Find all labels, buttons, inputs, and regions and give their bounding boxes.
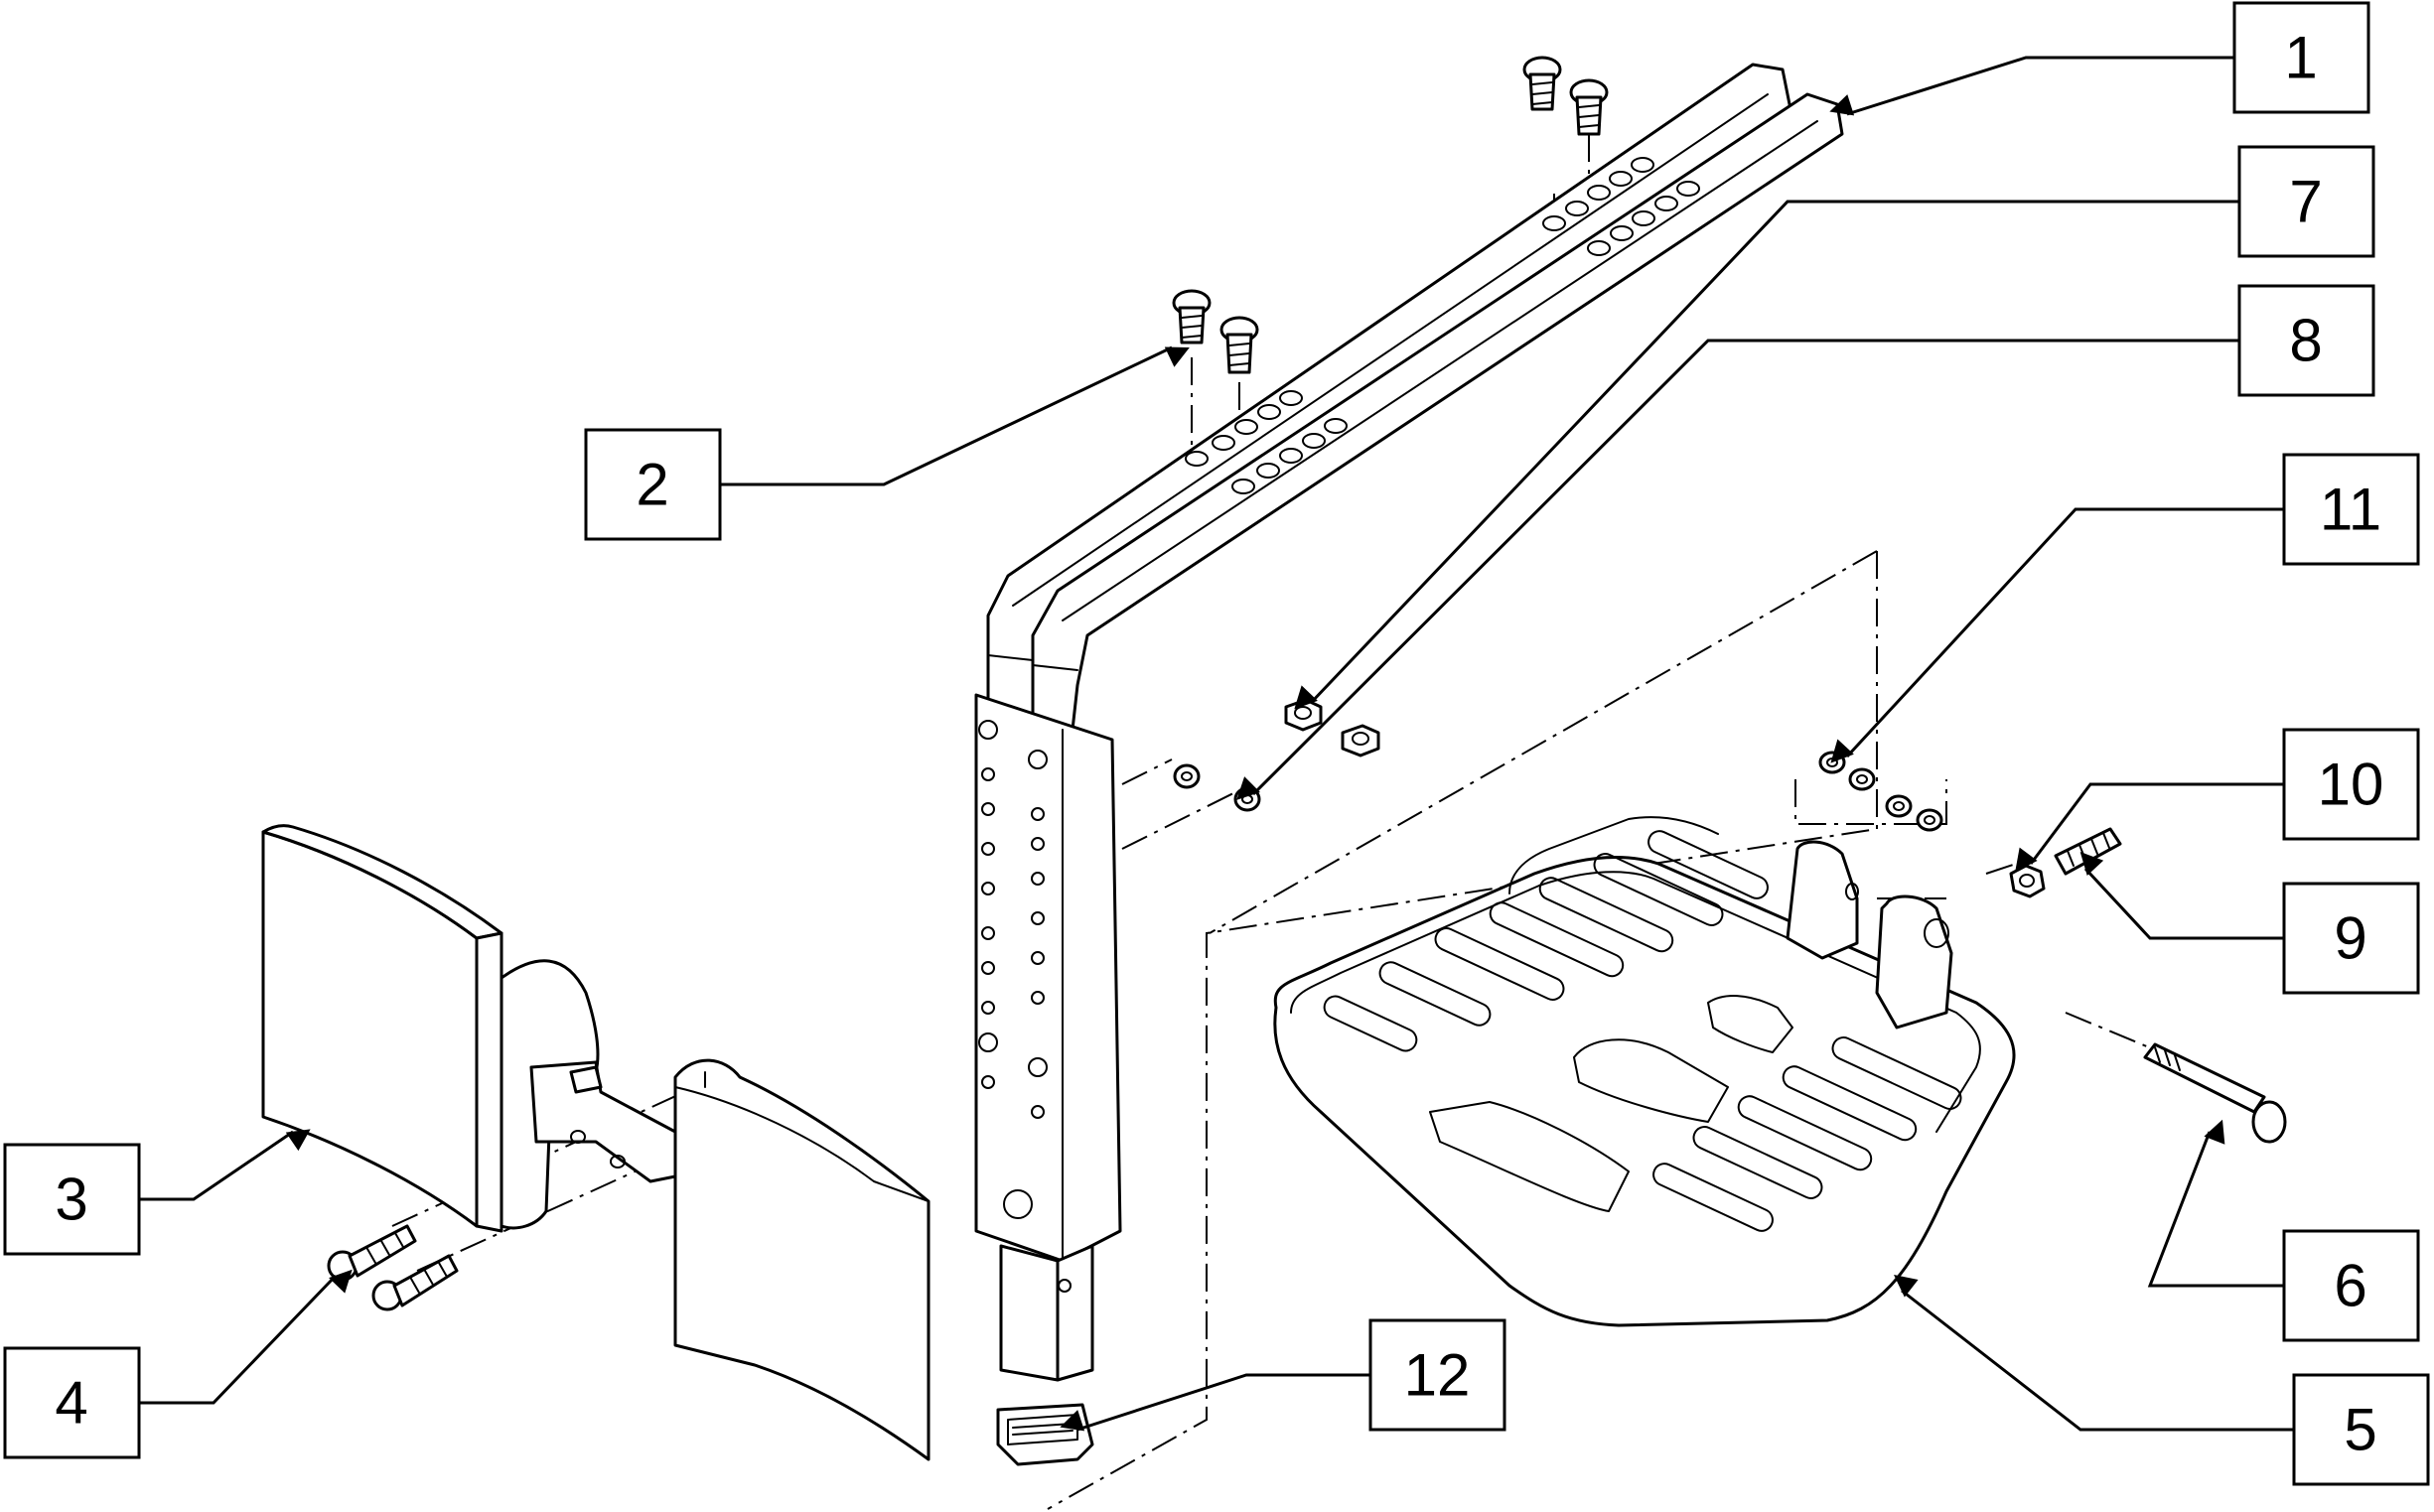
leader-4 bbox=[139, 1269, 353, 1405]
callout-number: 3 bbox=[55, 1167, 87, 1233]
callout-number: 7 bbox=[2289, 169, 2322, 235]
callout-number: 4 bbox=[55, 1370, 87, 1437]
leader-6 bbox=[2147, 1119, 2284, 1288]
callout-9: 9 bbox=[2282, 882, 2420, 995]
callout-number: 8 bbox=[2289, 308, 2322, 374]
callout-7: 7 bbox=[2237, 145, 2375, 258]
footplate-slots bbox=[1323, 830, 1962, 1232]
end-cap bbox=[996, 1403, 1094, 1466]
leader-2 bbox=[720, 345, 1190, 486]
leader-1 bbox=[1829, 56, 2234, 116]
leader-lines bbox=[139, 56, 2294, 1432]
callout-number: 6 bbox=[2334, 1253, 2366, 1319]
arm-screw-d bbox=[1569, 78, 1609, 136]
callout-3: 3 bbox=[3, 1143, 141, 1256]
leader-11 bbox=[1830, 507, 2284, 763]
spacer-washers bbox=[1818, 751, 1943, 832]
calf-pad-assembly bbox=[261, 824, 931, 1461]
nuts-washers bbox=[1173, 698, 1380, 812]
leader-3 bbox=[139, 1129, 311, 1201]
leader-8 bbox=[1236, 339, 2239, 800]
footplate bbox=[1273, 816, 2016, 1327]
callout-number: 5 bbox=[2344, 1397, 2376, 1463]
arm-screws bbox=[1172, 56, 1609, 374]
arm-screw-c bbox=[1522, 56, 1562, 111]
callout-number: 1 bbox=[2284, 25, 2317, 91]
callout-1: 1 bbox=[2232, 1, 2370, 114]
vertical-tube bbox=[974, 693, 1122, 1382]
frame-arms bbox=[986, 63, 1844, 737]
callout-number: 12 bbox=[1404, 1342, 1471, 1409]
callout-number: 11 bbox=[2320, 477, 2381, 543]
callout-4: 4 bbox=[3, 1346, 141, 1459]
arm-screw-a bbox=[1172, 289, 1212, 344]
callout-number: 10 bbox=[2318, 752, 2384, 818]
callout-5: 5 bbox=[2292, 1373, 2430, 1486]
callout-11: 11 bbox=[2282, 453, 2420, 566]
leader-9 bbox=[2079, 851, 2284, 940]
arm-holes bbox=[1185, 157, 1700, 494]
tube-holes bbox=[978, 720, 1048, 1119]
callout-number: 9 bbox=[2334, 905, 2366, 972]
leader-12 bbox=[1060, 1373, 1370, 1432]
callout-8: 8 bbox=[2237, 284, 2375, 397]
pad-screw-b bbox=[371, 1254, 459, 1311]
leader-10 bbox=[2015, 782, 2284, 873]
leader-7 bbox=[1294, 200, 2239, 710]
callout-6: 6 bbox=[2282, 1229, 2420, 1342]
pad-screw-a bbox=[327, 1224, 417, 1282]
callout-12: 12 bbox=[1368, 1318, 1506, 1432]
leader-5 bbox=[1894, 1275, 2294, 1432]
callout-number: 2 bbox=[636, 452, 668, 518]
pad-screws bbox=[327, 1224, 459, 1311]
arm-screw-b bbox=[1219, 316, 1259, 374]
callout-2: 2 bbox=[584, 428, 722, 541]
callout-10: 10 bbox=[2282, 728, 2420, 841]
pivot-bolt bbox=[2143, 1042, 2287, 1144]
